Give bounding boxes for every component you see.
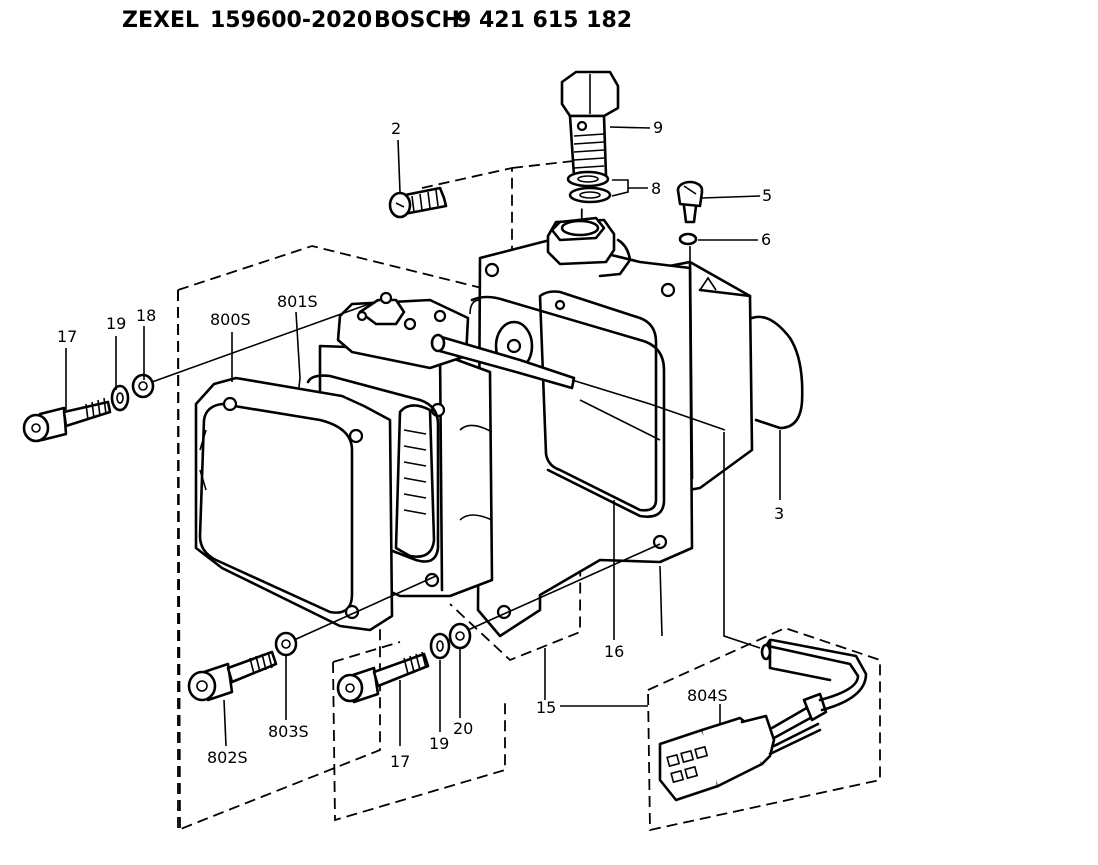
callout-2: 2 xyxy=(391,119,402,138)
callout-19-lower: 19 xyxy=(429,734,450,753)
washer-19-lower xyxy=(429,632,451,660)
diagram-header: ZEXEL 159600-2020 BOSCH 9 421 615 182 xyxy=(122,8,632,158)
callout-15: 15 xyxy=(536,698,557,717)
assembly-outline-17 xyxy=(332,641,506,822)
washer-19-upper xyxy=(110,384,130,412)
callout-20: 20 xyxy=(453,719,474,738)
washers-8 xyxy=(566,170,612,204)
callout-18: 18 xyxy=(136,306,157,325)
bolt-17-lower xyxy=(336,651,430,704)
bolt-17-upper xyxy=(22,397,112,443)
assembly-outline-804s xyxy=(647,627,881,832)
header-oem-part: 9 421 615 182 xyxy=(456,8,633,33)
header-maker-part: 159600-2020 xyxy=(210,8,373,33)
main-housing xyxy=(469,238,754,638)
header-oem: BOSCH xyxy=(374,8,460,33)
callout-802s: 802S xyxy=(207,748,248,767)
control-shaft xyxy=(430,320,726,441)
callout-801s: 801S xyxy=(277,292,318,311)
callout-3: 3 xyxy=(774,504,785,523)
callout-804s: 804S xyxy=(687,686,728,705)
screw-2 xyxy=(388,186,448,219)
gasket-3 xyxy=(699,276,804,430)
washer-18 xyxy=(131,373,155,399)
cover-800s xyxy=(194,376,394,632)
callout-17-upper: 17 xyxy=(57,327,78,346)
washer-6 xyxy=(678,232,698,246)
leader-lines xyxy=(65,126,781,747)
callout-8: 8 xyxy=(651,179,662,198)
bolt-802s xyxy=(187,650,278,702)
washer-803s xyxy=(274,631,298,657)
connector-804s xyxy=(658,638,868,802)
callout-6: 6 xyxy=(761,230,772,249)
screw-5 xyxy=(676,180,704,224)
callout-800s: 800S xyxy=(210,310,251,329)
callout-9: 9 xyxy=(653,118,664,137)
banjo-bolt-9 xyxy=(560,70,620,178)
housing-boss xyxy=(546,216,632,278)
callout-5: 5 xyxy=(762,186,773,205)
callout-803s: 803S xyxy=(268,722,309,741)
header-maker: ZEXEL xyxy=(122,8,199,33)
callout-19-upper: 19 xyxy=(106,314,127,333)
callout-16: 16 xyxy=(604,642,625,661)
washer-20 xyxy=(448,622,472,650)
callout-17-lower: 17 xyxy=(390,752,411,771)
